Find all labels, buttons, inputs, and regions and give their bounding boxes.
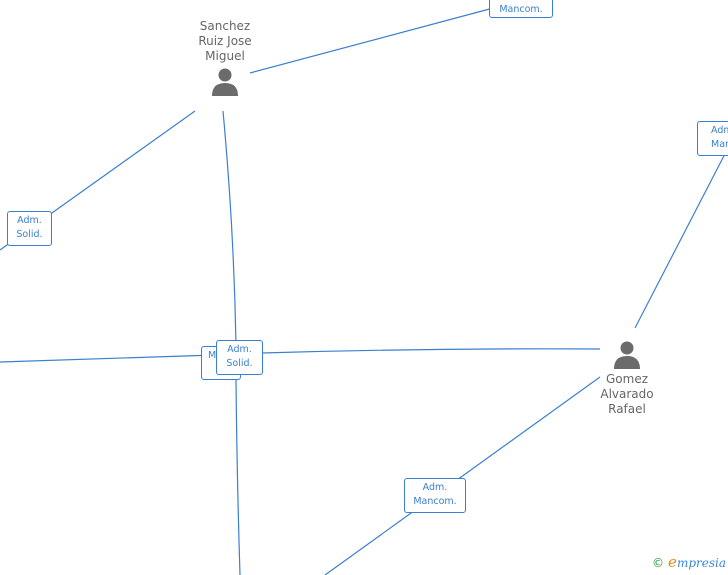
role-box-right-adm-mancom[interactable]: Adm. Mancom. [697, 121, 728, 156]
edge-left-center [0, 354, 216, 363]
role-box-top-mancom[interactable]: Mancom. [489, 0, 553, 18]
edge-sanchez-center [222, 110, 237, 346]
person-node-gomez[interactable]: Gomez Alvarado Rafael [582, 340, 672, 417]
person-icon [614, 341, 640, 369]
copyright-icon: © [652, 556, 665, 570]
person-icon [212, 68, 238, 96]
role-box-center-adm-solid[interactable]: Adm. Solid. [216, 340, 263, 375]
brand-logo-text: mpresia [676, 556, 726, 570]
edge-sanchez-top [249, 6, 498, 74]
edge-center-bottom [235, 379, 241, 575]
role-box-bottom-adm-mancom[interactable]: Adm. Mancom. [404, 478, 466, 513]
edge-center-gomez [261, 348, 601, 354]
person-node-sanchez[interactable]: Sanchez Ruiz Jose Miguel [180, 19, 270, 97]
edge-gomez-bottom [324, 376, 601, 575]
edge-gomez-right [634, 147, 728, 329]
role-box-left-adm-solid[interactable]: Adm. Solid. [7, 211, 52, 246]
person-name: Sanchez Ruiz Jose Miguel [198, 19, 252, 63]
brand-watermark: ©empresia [652, 553, 726, 571]
brand-logo-e: e [668, 553, 677, 571]
person-name: Gomez Alvarado Rafael [600, 372, 654, 416]
